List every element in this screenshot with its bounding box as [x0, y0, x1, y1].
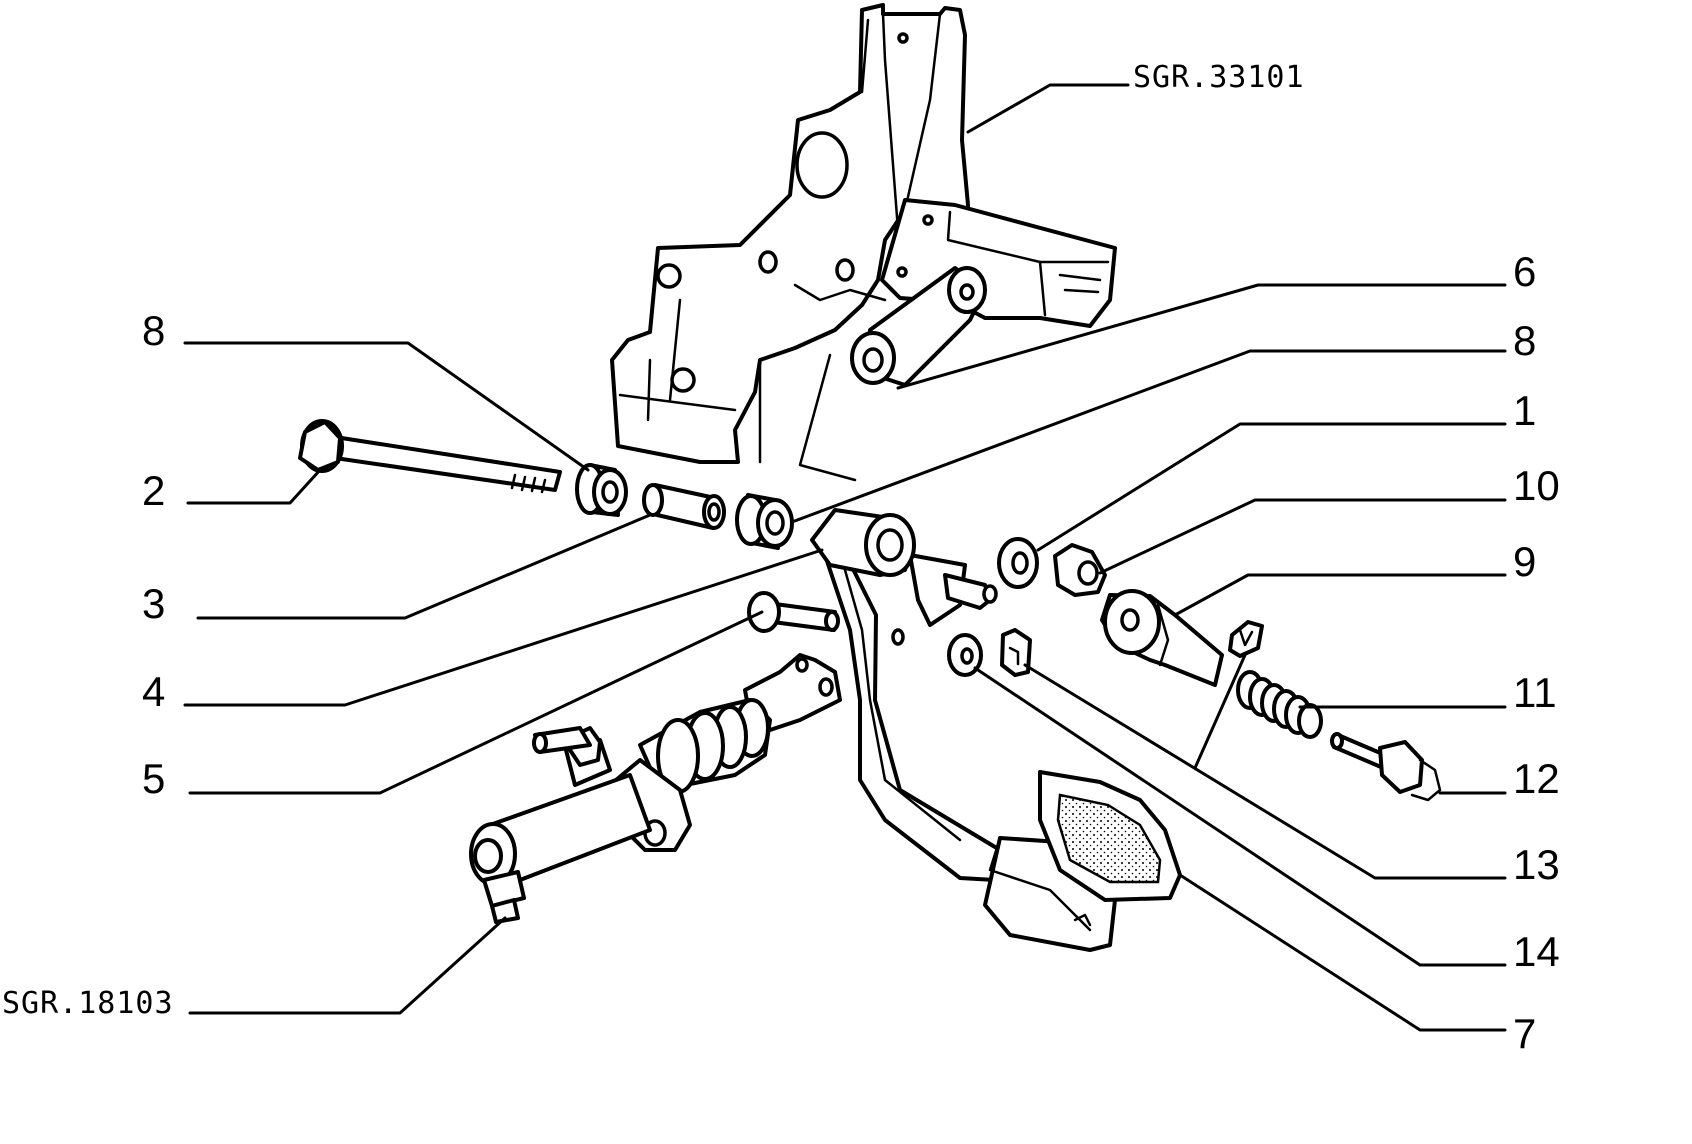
callout-2: 2: [142, 467, 165, 514]
leader-5: [188, 610, 764, 795]
spring-part-11: [1236, 670, 1323, 739]
pedal-pad-part-14: [1038, 770, 1182, 902]
clevis-part-9: [1100, 589, 1224, 687]
nut-part-10: [1053, 543, 1107, 597]
bushing-part-8-right: [735, 493, 794, 550]
washer-part-1: [997, 537, 1039, 589]
exploded-diagram: SGR.33101 SGR.18103 8 2 3 4 5 6 8 1 10 9…: [2, 3, 1560, 1057]
bushing-part-8-left: [575, 463, 628, 517]
callout-12: 12: [1513, 755, 1560, 802]
callout-5: 5: [142, 755, 165, 802]
pedal-bracket: [610, 3, 1117, 482]
callout-8-right: 8: [1513, 317, 1536, 364]
ref-bracket: SGR.33101: [1133, 60, 1305, 95]
leader-clip: [1193, 653, 1247, 770]
leader-4: [183, 548, 824, 707]
leader-ref-master: [188, 916, 507, 1015]
labels: SGR.33101 SGR.18103 8 2 3 4 5 6 8 1 10 9…: [2, 60, 1560, 1057]
callout-3: 3: [142, 580, 165, 627]
leader-3: [196, 513, 652, 620]
callout-10: 10: [1513, 462, 1560, 509]
leader-7: [1178, 873, 1507, 1032]
callout-6: 6: [1513, 248, 1536, 295]
leader-8-right: [790, 349, 1507, 524]
spring-clip: [1228, 620, 1264, 658]
leader-8-left: [183, 341, 590, 472]
leader-lines: [183, 83, 1507, 1032]
callout-13: 13: [1513, 841, 1560, 888]
spacer-part-3: [642, 483, 726, 530]
callout-9: 9: [1513, 538, 1536, 585]
callout-7: 7: [1513, 1010, 1536, 1057]
pivot-sleeve-part-6: [850, 266, 987, 387]
leader-1: [1036, 422, 1507, 552]
clip-part-13: [1000, 628, 1032, 677]
clutch-pedal-part-7: [810, 508, 1117, 952]
diagram-svg: SGR.33101 SGR.18103 8 2 3 4 5 6 8 1 10 9…: [2, 3, 1560, 1057]
rod-part-12: [1330, 732, 1442, 802]
callout-1: 1: [1513, 387, 1536, 434]
bolt-part-2: [298, 419, 562, 494]
leader-13: [1023, 663, 1507, 880]
small-washer: [947, 633, 983, 677]
callout-8-left: 8: [142, 307, 165, 354]
master-cylinder: [469, 653, 842, 924]
callout-14: 14: [1513, 928, 1560, 975]
leader-6: [896, 283, 1507, 390]
leader-14: [973, 666, 1507, 967]
callout-4: 4: [142, 668, 165, 715]
leader-10: [1098, 498, 1507, 575]
ref-master-cylinder: SGR.18103: [2, 986, 174, 1021]
leader-2: [186, 468, 322, 505]
pin-part-5: [747, 591, 840, 633]
leader-9: [1173, 573, 1507, 617]
leader-ref-bracket: [966, 83, 1130, 134]
callout-11: 11: [1513, 669, 1557, 716]
